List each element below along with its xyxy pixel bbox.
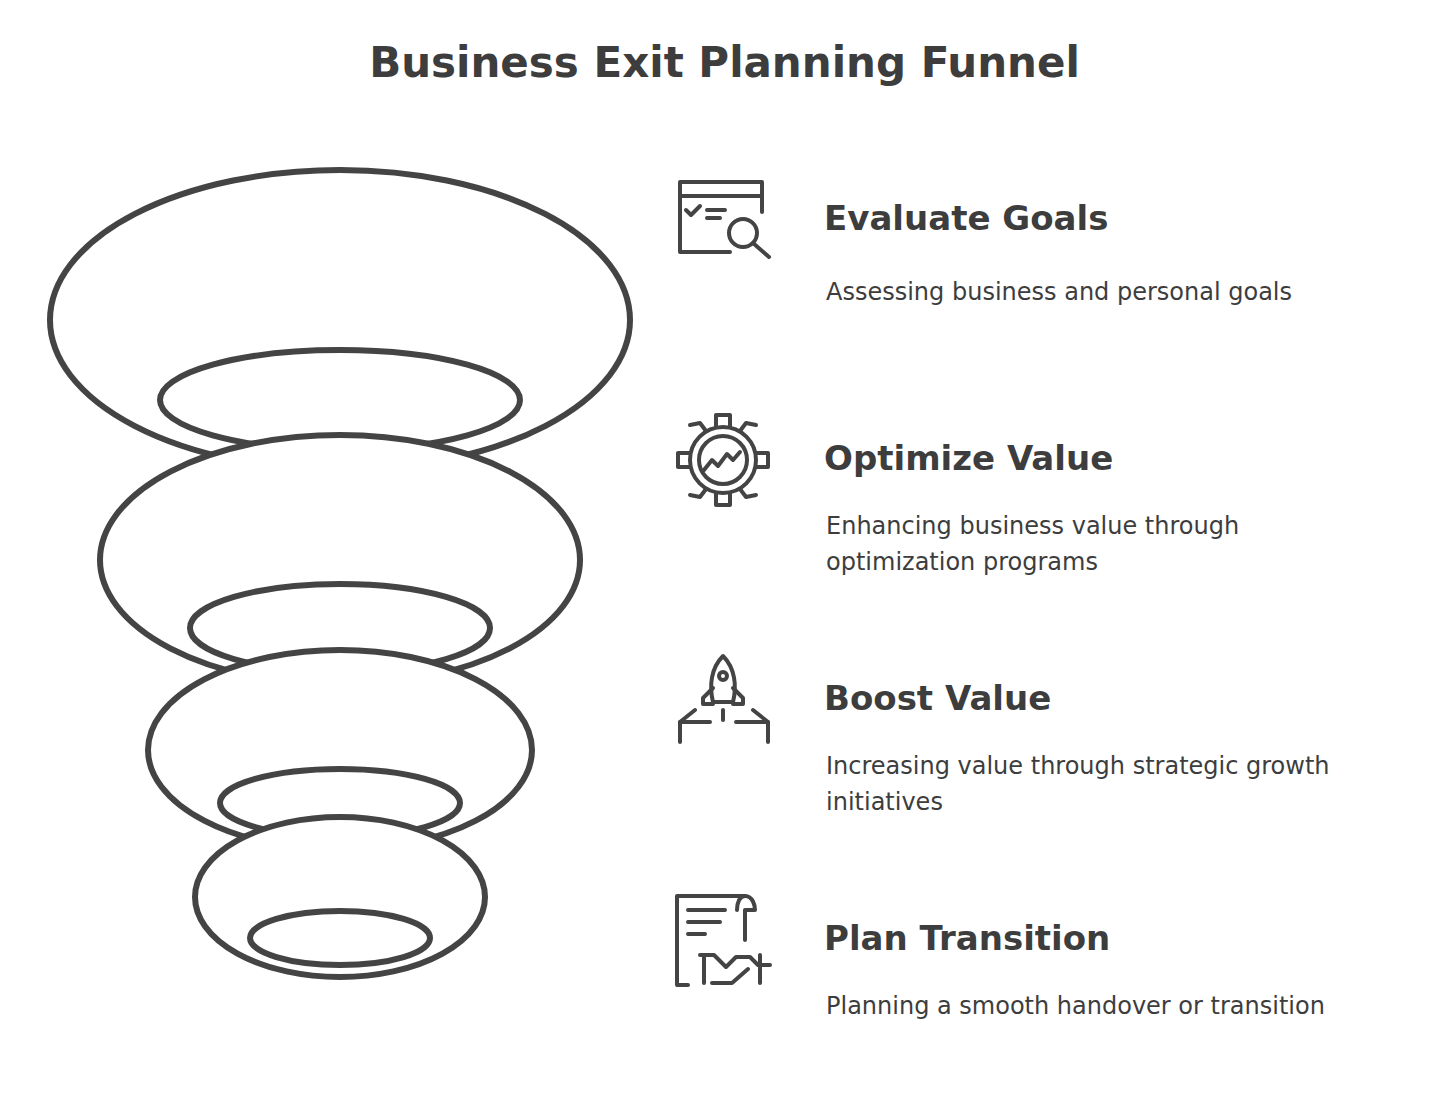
evaluate-icon xyxy=(680,182,769,257)
funnel-hole xyxy=(250,911,430,965)
stage-heading: Evaluate Goals xyxy=(824,198,1108,238)
funnel-ring xyxy=(50,170,630,470)
stage-description: Increasing value through strategic growt… xyxy=(826,748,1346,820)
stage-heading: Optimize Value xyxy=(824,438,1113,478)
diagram-title: Business Exit Planning Funnel xyxy=(0,38,1449,87)
stage-description: Enhancing business value through optimiz… xyxy=(826,508,1346,580)
stage-description: Assessing business and personal goals xyxy=(826,274,1446,310)
rocket-icon xyxy=(680,656,768,742)
gear-icon xyxy=(678,415,768,505)
contract-icon xyxy=(677,896,770,985)
funnel-ring xyxy=(195,817,485,977)
stage-description: Planning a smooth handover or transition xyxy=(826,988,1346,1024)
stage-heading: Plan Transition xyxy=(824,918,1110,958)
stage-heading: Boost Value xyxy=(824,678,1051,718)
